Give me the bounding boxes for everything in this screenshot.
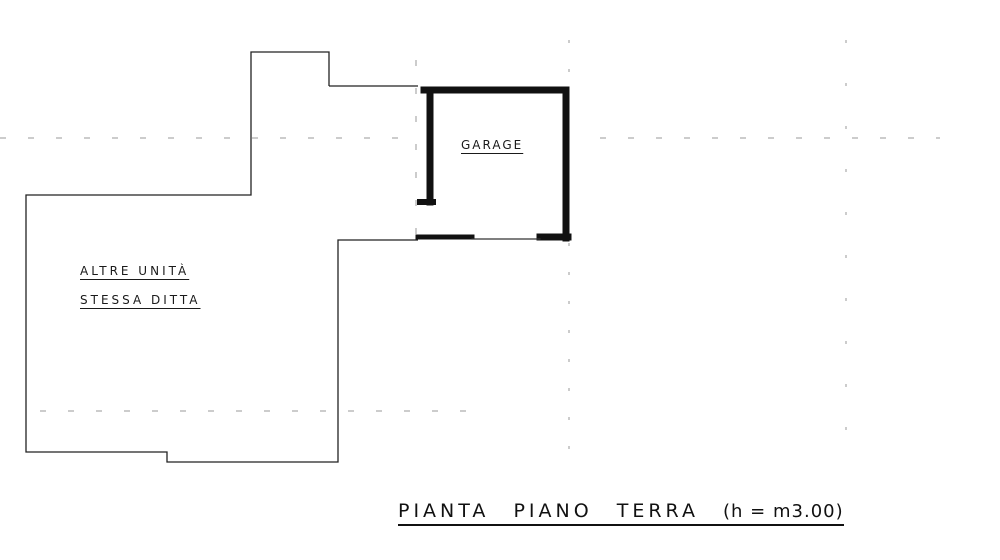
other-units-outline <box>25 51 418 463</box>
plan-title-word-1: PIANTA <box>398 500 490 522</box>
other-units-label-line2: STESSA DITTA <box>80 293 201 307</box>
other-units-label-line1: ALTRE UNITÀ <box>80 264 190 278</box>
construction-lines <box>0 40 940 460</box>
plan-title-word-3: TERRA <box>616 500 699 522</box>
garage-label: GARAGE <box>461 138 524 152</box>
plan-title: PIANTA PIANO TERRA (h = m3.00) <box>398 500 844 526</box>
garage-wall-top-right <box>420 86 570 242</box>
plan-title-height-note: (h = m3.00) <box>723 501 844 522</box>
garage-walls <box>415 86 572 242</box>
plan-title-word-2: PIANO <box>513 500 593 522</box>
